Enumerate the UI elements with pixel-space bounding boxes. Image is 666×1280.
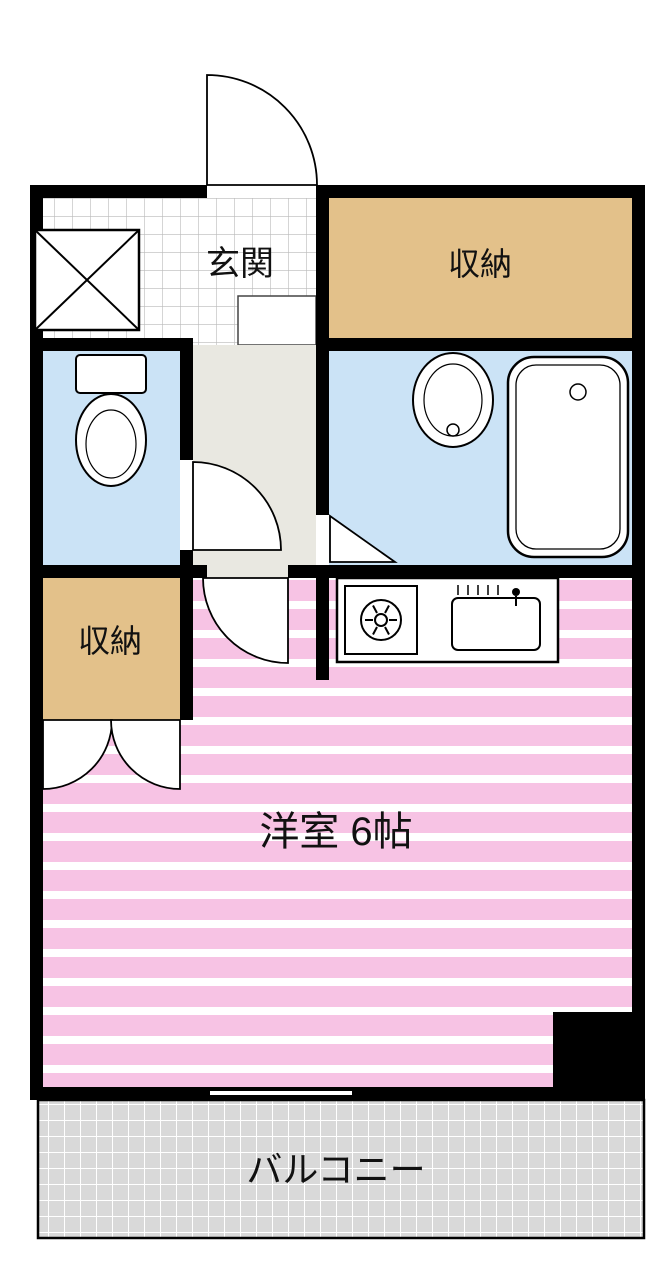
wall-segment: [30, 185, 43, 1100]
door-arcs: [42, 74, 398, 790]
wall-segment: [30, 565, 207, 578]
room-door-arc: [202, 577, 289, 664]
kitchen-counter: [335, 576, 560, 664]
wall-segment: [316, 565, 329, 680]
closet-door-right-arc: [110, 719, 181, 790]
shaft-cross: [34, 229, 140, 331]
storage-top-floor: [329, 198, 632, 338]
faucet-icon: [512, 588, 520, 596]
genkan-step: [237, 295, 317, 346]
wall-segment: [180, 578, 193, 720]
genkan-label: 玄関: [206, 245, 274, 283]
toilet-fixture: [75, 354, 147, 487]
wall-segment: [180, 338, 193, 460]
main-room-label: 洋室 6帖: [259, 810, 412, 854]
balcony-floor: [36, 1098, 646, 1240]
window: [210, 1091, 352, 1095]
wall-segment: [288, 565, 645, 578]
wall-segment: [316, 185, 645, 198]
wall-segment: [316, 338, 645, 351]
bathtub: [506, 355, 630, 559]
bath-sink: [412, 352, 494, 448]
wall-segment: [632, 185, 645, 1100]
shaft-box: [33, 228, 141, 332]
bathroom-folding-door: [329, 514, 398, 563]
storage-left-floor: [43, 578, 180, 720]
pillar: [553, 1012, 632, 1087]
wall-segment: [316, 198, 329, 351]
entrance-door-arc: [206, 74, 318, 186]
storage-left-label: 収納: [78, 623, 142, 659]
kitchen-sink: [451, 597, 541, 651]
balcony-label: バルコニー: [246, 1149, 425, 1190]
sink-rack: [457, 585, 499, 595]
wall-segment: [30, 338, 193, 351]
wall-segment: [316, 351, 329, 515]
toilet-door-arc: [192, 461, 282, 551]
storage-top-label: 収納: [448, 246, 512, 282]
wall-segment: [30, 185, 207, 198]
walls: [30, 185, 645, 1100]
